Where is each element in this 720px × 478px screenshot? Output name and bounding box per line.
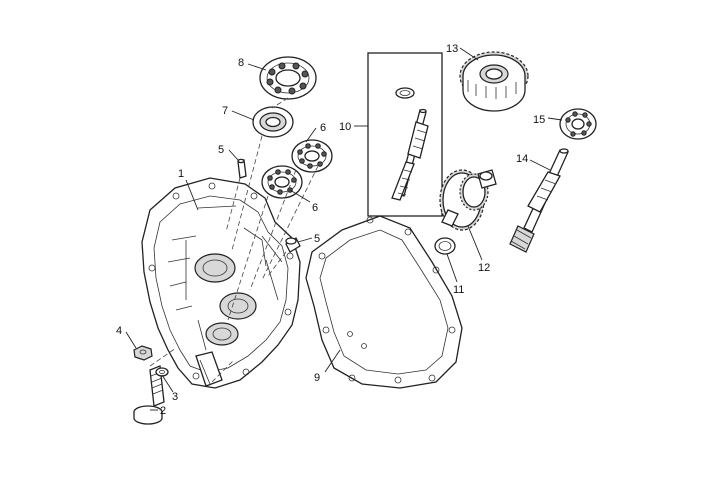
part-intermediate-gear [439, 169, 497, 231]
callout-5-lower: 5 [314, 233, 320, 245]
callout-7: 7 [222, 105, 228, 117]
callout-11: 11 [453, 284, 464, 296]
callout-13: 13 [446, 43, 458, 55]
callout-2: 2 [160, 405, 166, 417]
callout-9: 9 [314, 372, 320, 384]
part-oil-seal [252, 106, 294, 138]
callout-12: 12 [478, 262, 490, 274]
callout-4: 4 [116, 325, 122, 337]
part-bearing-top [259, 56, 317, 100]
callout-1: 1 [178, 168, 184, 180]
part-dowel-pin-lower [285, 237, 301, 253]
part-bearing-upper-6 [291, 139, 333, 173]
callout-3: 3 [172, 391, 178, 403]
callout-6-upper: 6 [320, 122, 326, 134]
part-nut [133, 345, 153, 361]
callout-14: 14 [516, 153, 528, 165]
callout-15: 15 [533, 114, 545, 126]
part-thrust-washer [434, 237, 456, 255]
part-washer [155, 367, 169, 377]
part-gasket [305, 215, 463, 389]
part-final-gear [459, 51, 529, 112]
part-bearing-lower-6 [261, 165, 303, 199]
callout-6-lower: 6 [312, 202, 318, 214]
leader-lines [125, 47, 563, 411]
part-dowel-pin-upper [237, 158, 247, 179]
part-primary-shaft-group [367, 52, 443, 217]
callout-8: 8 [238, 57, 244, 69]
assembly-guide-lines [149, 97, 319, 383]
callout-labels: 1 2 3 4 5 5 6 6 7 8 9 10 11 12 13 14 15 [116, 43, 545, 417]
part-bearing-output [559, 108, 597, 140]
callout-5-upper: 5 [218, 144, 224, 156]
callout-10: 10 [339, 121, 351, 133]
part-transmission-case [141, 177, 301, 389]
part-output-shaft [509, 148, 569, 253]
